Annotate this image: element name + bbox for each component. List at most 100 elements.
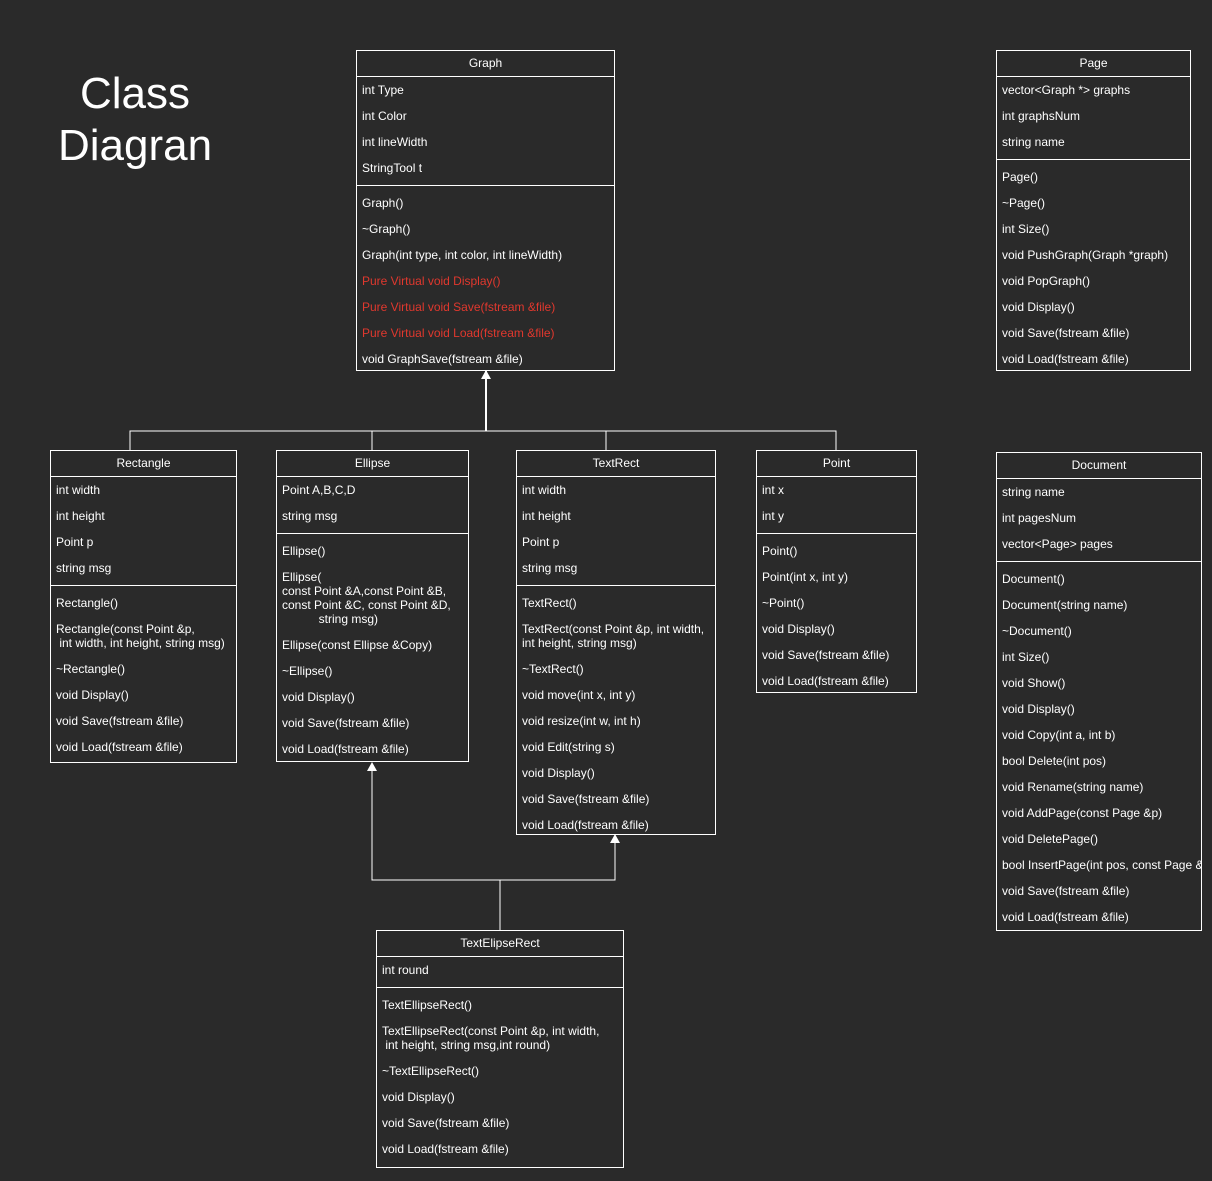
attribute: StringTool t xyxy=(362,161,423,175)
operation: ~Ellipse() xyxy=(282,664,333,678)
operation: Ellipse( const Point &A,const Point &B, … xyxy=(282,570,451,626)
operation: ~Rectangle() xyxy=(56,662,126,676)
class-name: Point xyxy=(757,451,916,477)
operation: void PopGraph() xyxy=(1002,274,1091,288)
operation: void Load(fstream &file) xyxy=(382,1142,509,1156)
operation: ~Document() xyxy=(1002,624,1072,638)
operations-section: Point()Point(int x, int y)~Point()void D… xyxy=(757,533,916,692)
operation: void Display() xyxy=(382,1090,455,1104)
operation: ~TextRect() xyxy=(522,662,584,676)
operation: void Show() xyxy=(1002,676,1066,690)
operation: void Load(fstream &file) xyxy=(1002,352,1129,366)
operation: void resize(int w, int h) xyxy=(522,714,641,728)
attributes-section: int round xyxy=(377,957,623,987)
operation: void Display() xyxy=(1002,702,1075,716)
diagram-title-text: Class Diagran xyxy=(57,69,213,170)
class-document[interactable]: Document string name int pagesNum vector<Pa… xyxy=(996,452,1202,931)
pure-virtual-operation: Pure Virtual void Display() xyxy=(362,274,501,288)
operations-section: Ellipse() Ellipse( const Point &A,const P… xyxy=(277,533,468,761)
operations-section: Rectangle() Rectangle(const Point &p, int… xyxy=(51,585,236,760)
attribute: string name xyxy=(1002,485,1065,499)
operation: void Save(fstream &file) xyxy=(382,1116,510,1130)
attributes-section: string name int pagesNum vector<Page> page… xyxy=(997,479,1201,561)
operation: void Load(fstream &file) xyxy=(522,818,649,832)
operation: Document() xyxy=(1002,572,1065,586)
diagram-title: Class Diagran xyxy=(40,68,230,172)
operation: void Rename(string name) xyxy=(1002,780,1144,794)
edge-textellipserect-to-ellipse xyxy=(367,762,501,930)
attribute: vector<Graph *> graphs xyxy=(1002,83,1131,97)
attribute: string msg xyxy=(522,561,578,575)
attribute: vector<Page> pages xyxy=(1002,537,1113,551)
operation: void Display() xyxy=(282,690,355,704)
operation: Graph() xyxy=(362,196,404,210)
operation: TextEllipseRect() xyxy=(382,998,473,1012)
operation: ~Graph() xyxy=(362,222,411,236)
operation: Rectangle(const Point &p, int width, int… xyxy=(56,622,225,650)
class-name: Rectangle xyxy=(51,451,236,477)
class-name: Document xyxy=(997,453,1201,479)
operation: void Load(fstream &file) xyxy=(762,674,889,688)
operation: void DeletePage() xyxy=(1002,832,1099,846)
class-name: TextRect xyxy=(517,451,715,477)
class-name: Graph xyxy=(357,51,614,77)
operations-section: TextRect() TextRect(const Point &p, int w… xyxy=(517,585,715,834)
operation: Document(string name) xyxy=(1002,598,1128,612)
operation: void GraphSave(fstream &file) xyxy=(362,352,523,366)
attribute: int lineWidth xyxy=(362,135,428,149)
operation: TextEllipseRect(const Point &p, int widt… xyxy=(382,1024,600,1052)
operation: void Save(fstream &file) xyxy=(282,716,410,730)
operation: ~Page() xyxy=(1002,196,1046,210)
operation: void Display() xyxy=(1002,300,1075,314)
operation: void Save(fstream &file) xyxy=(762,648,890,662)
attribute: Point p xyxy=(56,535,94,549)
attribute: int height xyxy=(522,509,571,523)
operation: void Copy(int a, int b) xyxy=(1002,728,1116,742)
operation: void Display() xyxy=(56,688,129,702)
operation: Graph(int type, int color, int lineWidth… xyxy=(362,248,563,262)
attribute: Point p xyxy=(522,535,560,549)
operation: int Size() xyxy=(1002,222,1050,236)
operation: Ellipse() xyxy=(282,544,326,558)
operation: Page() xyxy=(1002,170,1039,184)
pure-virtual-operation: Pure Virtual void Load(fstream &file) xyxy=(362,326,555,340)
attribute: int width xyxy=(56,483,101,497)
operation: Ellipse(const Ellipse &Copy) xyxy=(282,638,433,652)
operation: void Display() xyxy=(762,622,835,636)
class-name: Ellipse xyxy=(277,451,468,477)
operation: ~TextEllipseRect() xyxy=(382,1064,480,1078)
operation: TextRect() xyxy=(522,596,577,610)
attribute: int graphsNum xyxy=(1002,109,1081,123)
operation: Rectangle() xyxy=(56,596,119,610)
attribute: int Type xyxy=(362,83,404,97)
operation: int Size() xyxy=(1002,650,1050,664)
attribute: int pagesNum xyxy=(1002,511,1077,525)
class-name: TextElipseRect xyxy=(377,931,623,957)
operation: void Save(fstream &file) xyxy=(56,714,184,728)
operation: void Save(fstream &file) xyxy=(1002,884,1130,898)
operation: bool Delete(int pos) xyxy=(1002,754,1107,768)
operations-section: TextEllipseRect() TextEllipseRect(const P… xyxy=(377,987,623,1162)
attribute: int round xyxy=(382,963,429,977)
edge-point-to-graph xyxy=(486,430,837,450)
operation: Point(int x, int y) xyxy=(762,570,849,584)
operation: void Save(fstream &file) xyxy=(1002,326,1130,340)
operation: Point() xyxy=(762,544,798,558)
operation: bool InsertPage(int pos, const Page &p) xyxy=(1002,858,1201,872)
attribute: string msg xyxy=(282,509,338,523)
operation: void Edit(string s) xyxy=(522,740,615,754)
operation: TextRect(const Point &p, int width, int … xyxy=(522,622,705,650)
operations-section: Graph() ~Graph() Graph(int type, int color… xyxy=(357,185,614,370)
